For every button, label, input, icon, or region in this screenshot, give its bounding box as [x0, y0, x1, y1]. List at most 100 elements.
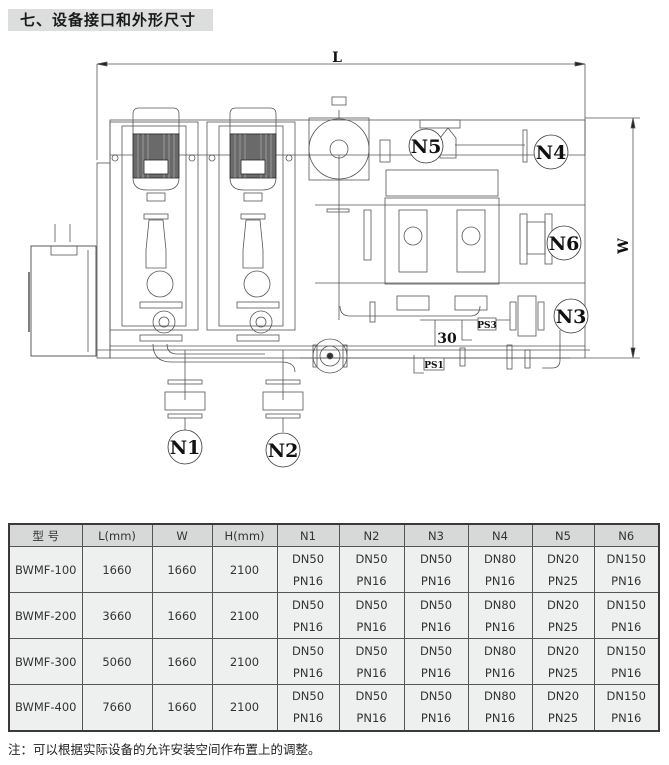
height-cell: 2100 [211, 546, 278, 593]
nozzle-n2-circle [265, 432, 301, 468]
nominal-pressure: PN16 [356, 619, 387, 634]
length-cell: 7660 [81, 684, 153, 731]
nominal-diameter: DN150 [606, 689, 646, 704]
width-cell: 1660 [151, 546, 213, 593]
nominal-diameter: DN50 [419, 551, 453, 566]
model-cell: BWMF-400 [8, 684, 83, 731]
nominal-diameter: DN80 [483, 643, 517, 658]
nominal-diameter: DN20 [546, 689, 580, 704]
nominal-pressure: PN25 [547, 619, 579, 634]
length-dimension-line [96, 61, 586, 160]
nominal-diameter: DN50 [291, 597, 325, 612]
nominal-diameter: DN50 [291, 643, 325, 658]
suction-header [97, 343, 590, 432]
central-assembly [363, 119, 553, 311]
width-cell: 1660 [151, 684, 213, 731]
nominal-diameter: DN80 [483, 689, 517, 704]
nominal-pressure: PN16 [611, 619, 642, 634]
nozzle-n3-circle [553, 298, 589, 334]
nominal-pressure: PN16 [292, 573, 324, 588]
nozzle-n4-circle [533, 134, 569, 170]
nominal-pressure: PN16 [420, 619, 452, 634]
pressure-switch-ps3-label: PS3 [477, 321, 497, 331]
length-cell: 1660 [81, 546, 153, 593]
nominal-pressure: PN16 [420, 711, 452, 726]
nozzle-n6-label: N6 [549, 233, 580, 255]
height-cell: 2100 [211, 638, 278, 685]
header-n6: N6 [593, 523, 660, 547]
specification-table: 型 号 L(mm) W H(mm) N1 N2 N3 N4 N5 N6 BWMF… [8, 523, 660, 732]
width-label: W [616, 238, 632, 255]
model-cell: BWMF-200 [8, 592, 83, 639]
nozzle-n2-label: N2 [268, 440, 299, 462]
width-cell: 1660 [151, 638, 213, 685]
control-cabinet [28, 224, 97, 357]
nominal-pressure: PN16 [292, 619, 324, 634]
nominal-diameter: DN80 [483, 551, 517, 566]
nominal-pressure: PN16 [484, 665, 516, 680]
nominal-diameter: DN50 [419, 689, 453, 704]
header-n2: N2 [338, 523, 405, 547]
header-length: L(mm) [81, 523, 153, 547]
length-label: L [332, 50, 342, 66]
pump-2 [206, 107, 296, 342]
nozzle-n1-circle [167, 429, 203, 465]
nominal-pressure: PN25 [547, 665, 579, 680]
header-valve [312, 338, 348, 374]
nominal-pressure: PN16 [484, 619, 516, 634]
nominal-pressure: PN16 [420, 573, 452, 588]
header-n3: N3 [403, 523, 469, 547]
header-n1: N1 [276, 523, 340, 547]
header-n4: N4 [467, 523, 533, 547]
nominal-diameter: DN50 [355, 689, 388, 704]
height-cell: 2100 [211, 592, 278, 639]
header-model: 型 号 [8, 523, 83, 547]
nominal-diameter: DN150 [606, 597, 646, 612]
nominal-pressure: PN16 [356, 665, 387, 680]
nozzle-n3-label: N3 [556, 306, 587, 328]
nominal-pressure: PN25 [547, 573, 579, 588]
nozzle-n4-label: N4 [536, 142, 567, 164]
width-dimension-line [585, 117, 640, 359]
nominal-pressure: PN25 [547, 711, 579, 726]
nominal-diameter: DN80 [483, 597, 517, 612]
footnote: 注：可以根据实际设备的允许安装空间作布置上的调整。 [8, 742, 321, 757]
height-cell: 2100 [211, 684, 278, 731]
nominal-pressure: PN16 [292, 711, 324, 726]
length-cell: 3660 [81, 592, 153, 639]
nominal-diameter: DN50 [291, 689, 325, 704]
pressure-switch-ps1-label: PS1 [424, 361, 444, 371]
nominal-pressure: PN16 [484, 711, 516, 726]
nominal-diameter: DN50 [355, 643, 388, 658]
nominal-diameter: DN150 [606, 643, 646, 658]
nozzle-callouts [167, 128, 589, 468]
nominal-pressure: PN16 [356, 711, 387, 726]
nozzle-n5-label: N5 [411, 136, 442, 158]
pump-1 [109, 107, 199, 342]
nominal-diameter: DN50 [355, 551, 388, 566]
nominal-pressure: PN16 [611, 711, 642, 726]
header-width: W [151, 523, 213, 547]
